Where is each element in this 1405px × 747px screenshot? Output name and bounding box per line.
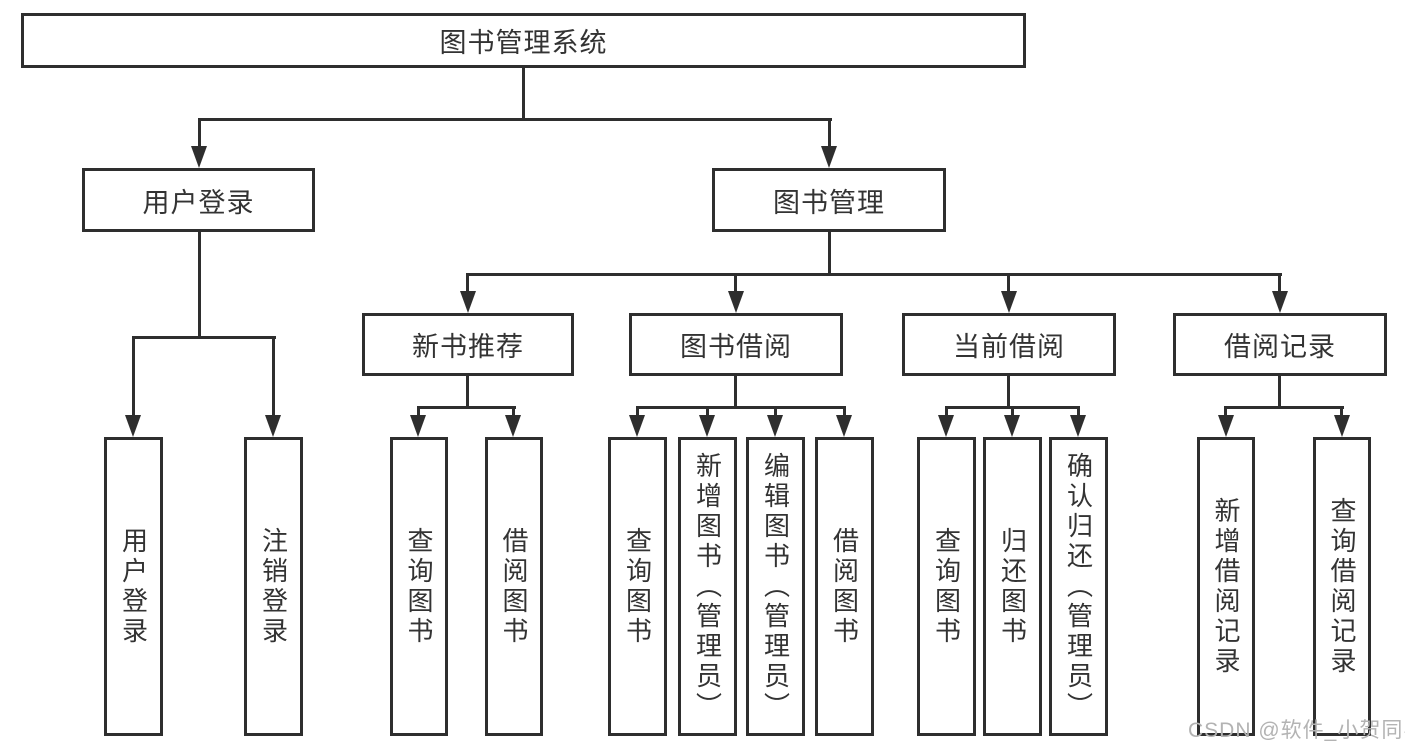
arrow-down-icon bbox=[125, 415, 141, 437]
arrow-down-icon bbox=[265, 415, 281, 437]
arrow-down-icon bbox=[1004, 415, 1020, 437]
connector-line bbox=[706, 406, 709, 416]
node-label: 注销登录 bbox=[258, 526, 289, 647]
node-label: 图书管理系统 bbox=[439, 28, 608, 58]
connector-line bbox=[132, 336, 135, 416]
arrow-down-icon bbox=[836, 415, 852, 437]
node-label: 用户登录 bbox=[142, 187, 255, 218]
arrow-down-icon bbox=[728, 291, 744, 313]
connector-line bbox=[774, 406, 777, 416]
connector-line bbox=[1224, 406, 1344, 409]
leaf-query-borrow-record: 查询借阅记录 bbox=[1313, 437, 1371, 736]
arrow-down-icon bbox=[629, 415, 645, 437]
node-label: 新书推荐 bbox=[412, 332, 524, 362]
leaf-add-borrow-record: 新增借阅记录 bbox=[1197, 437, 1255, 736]
leaf-user-login: 用户登录 bbox=[104, 437, 163, 736]
node-borrow-records: 借阅记录 bbox=[1173, 313, 1387, 376]
connector-line bbox=[828, 118, 831, 148]
leaf-query-books-1: 查询图书 bbox=[390, 437, 448, 736]
arrow-down-icon bbox=[1218, 415, 1234, 437]
connector-line bbox=[636, 406, 846, 409]
arrow-down-icon bbox=[1001, 291, 1017, 313]
node-label: 图书借阅 bbox=[680, 332, 792, 362]
node-label: 归还图书 bbox=[997, 526, 1028, 647]
leaf-query-books-3: 查询图书 bbox=[917, 437, 976, 736]
node-current-borrow: 当前借阅 bbox=[902, 313, 1116, 376]
arrow-down-icon bbox=[410, 415, 426, 437]
node-label: 编辑图书（管理员） bbox=[760, 451, 791, 722]
arrow-down-icon bbox=[460, 291, 476, 313]
connector-line bbox=[466, 376, 469, 406]
connector-line bbox=[1011, 406, 1014, 416]
node-label: 查询图书 bbox=[404, 526, 434, 647]
node-new-book-recommend: 新书推荐 bbox=[362, 313, 574, 376]
arrow-down-icon bbox=[767, 415, 783, 437]
csdn-watermark: CSDN @软件_小贺同学 bbox=[1188, 719, 1405, 742]
arrow-down-icon bbox=[1070, 415, 1086, 437]
connector-line bbox=[417, 406, 516, 409]
connector-line bbox=[198, 232, 201, 336]
arrow-down-icon bbox=[821, 146, 837, 168]
leaf-query-books-2: 查询图书 bbox=[608, 437, 667, 736]
connector-line bbox=[1278, 273, 1281, 293]
connector-line bbox=[466, 273, 1282, 276]
leaf-confirm-return-admin: 确认归还（管理员） bbox=[1049, 437, 1108, 736]
node-label: 图书管理 bbox=[773, 187, 885, 218]
node-label: 当前借阅 bbox=[953, 332, 1065, 362]
connector-line bbox=[1278, 376, 1281, 406]
connector-line bbox=[198, 118, 832, 121]
connector-line bbox=[1077, 406, 1080, 416]
connector-line bbox=[843, 406, 846, 416]
connector-line bbox=[417, 406, 420, 416]
connector-line bbox=[132, 336, 276, 339]
node-label: 查询图书 bbox=[931, 526, 962, 647]
connector-line bbox=[828, 232, 831, 273]
arrow-down-icon bbox=[1272, 291, 1288, 313]
connector-line bbox=[1007, 273, 1010, 293]
connector-line bbox=[1340, 406, 1343, 416]
connector-line bbox=[734, 273, 737, 293]
arrow-down-icon bbox=[505, 415, 521, 437]
arrow-down-icon bbox=[938, 415, 954, 437]
leaf-return-books: 归还图书 bbox=[983, 437, 1042, 736]
connector-line bbox=[636, 406, 639, 416]
connector-line bbox=[734, 376, 737, 406]
connector-line bbox=[198, 118, 201, 148]
arrow-down-icon bbox=[191, 146, 207, 168]
node-label: 新增图书（管理员） bbox=[692, 451, 723, 722]
connector-line bbox=[945, 406, 948, 416]
connector-line bbox=[512, 406, 515, 416]
connector-line bbox=[272, 336, 275, 416]
connector-line bbox=[1007, 376, 1010, 406]
node-label: 新增借阅记录 bbox=[1211, 496, 1241, 677]
arrow-down-icon bbox=[1334, 415, 1350, 437]
node-label: 用户登录 bbox=[118, 526, 149, 647]
node-label: 确认归还（管理员） bbox=[1063, 451, 1094, 722]
leaf-borrow-books-2: 借阅图书 bbox=[815, 437, 874, 736]
node-book-borrow: 图书借阅 bbox=[629, 313, 843, 376]
node-label: 查询借阅记录 bbox=[1327, 496, 1357, 677]
leaf-add-books-admin: 新增图书（管理员） bbox=[678, 437, 737, 736]
node-label: 借阅记录 bbox=[1224, 332, 1336, 362]
leaf-borrow-books-1: 借阅图书 bbox=[485, 437, 543, 736]
leaf-edit-books-admin: 编辑图书（管理员） bbox=[746, 437, 805, 736]
node-library-management-system: 图书管理系统 bbox=[21, 13, 1026, 68]
node-label: 借阅图书 bbox=[829, 526, 860, 647]
connector-line bbox=[466, 273, 469, 293]
leaf-logout: 注销登录 bbox=[244, 437, 303, 736]
node-label: 查询图书 bbox=[622, 526, 653, 647]
connector-line bbox=[522, 68, 525, 118]
node-label: 借阅图书 bbox=[499, 526, 529, 647]
connector-line bbox=[1224, 406, 1227, 416]
node-book-management: 图书管理 bbox=[712, 168, 946, 232]
node-user-login: 用户登录 bbox=[82, 168, 315, 232]
arrow-down-icon bbox=[699, 415, 715, 437]
